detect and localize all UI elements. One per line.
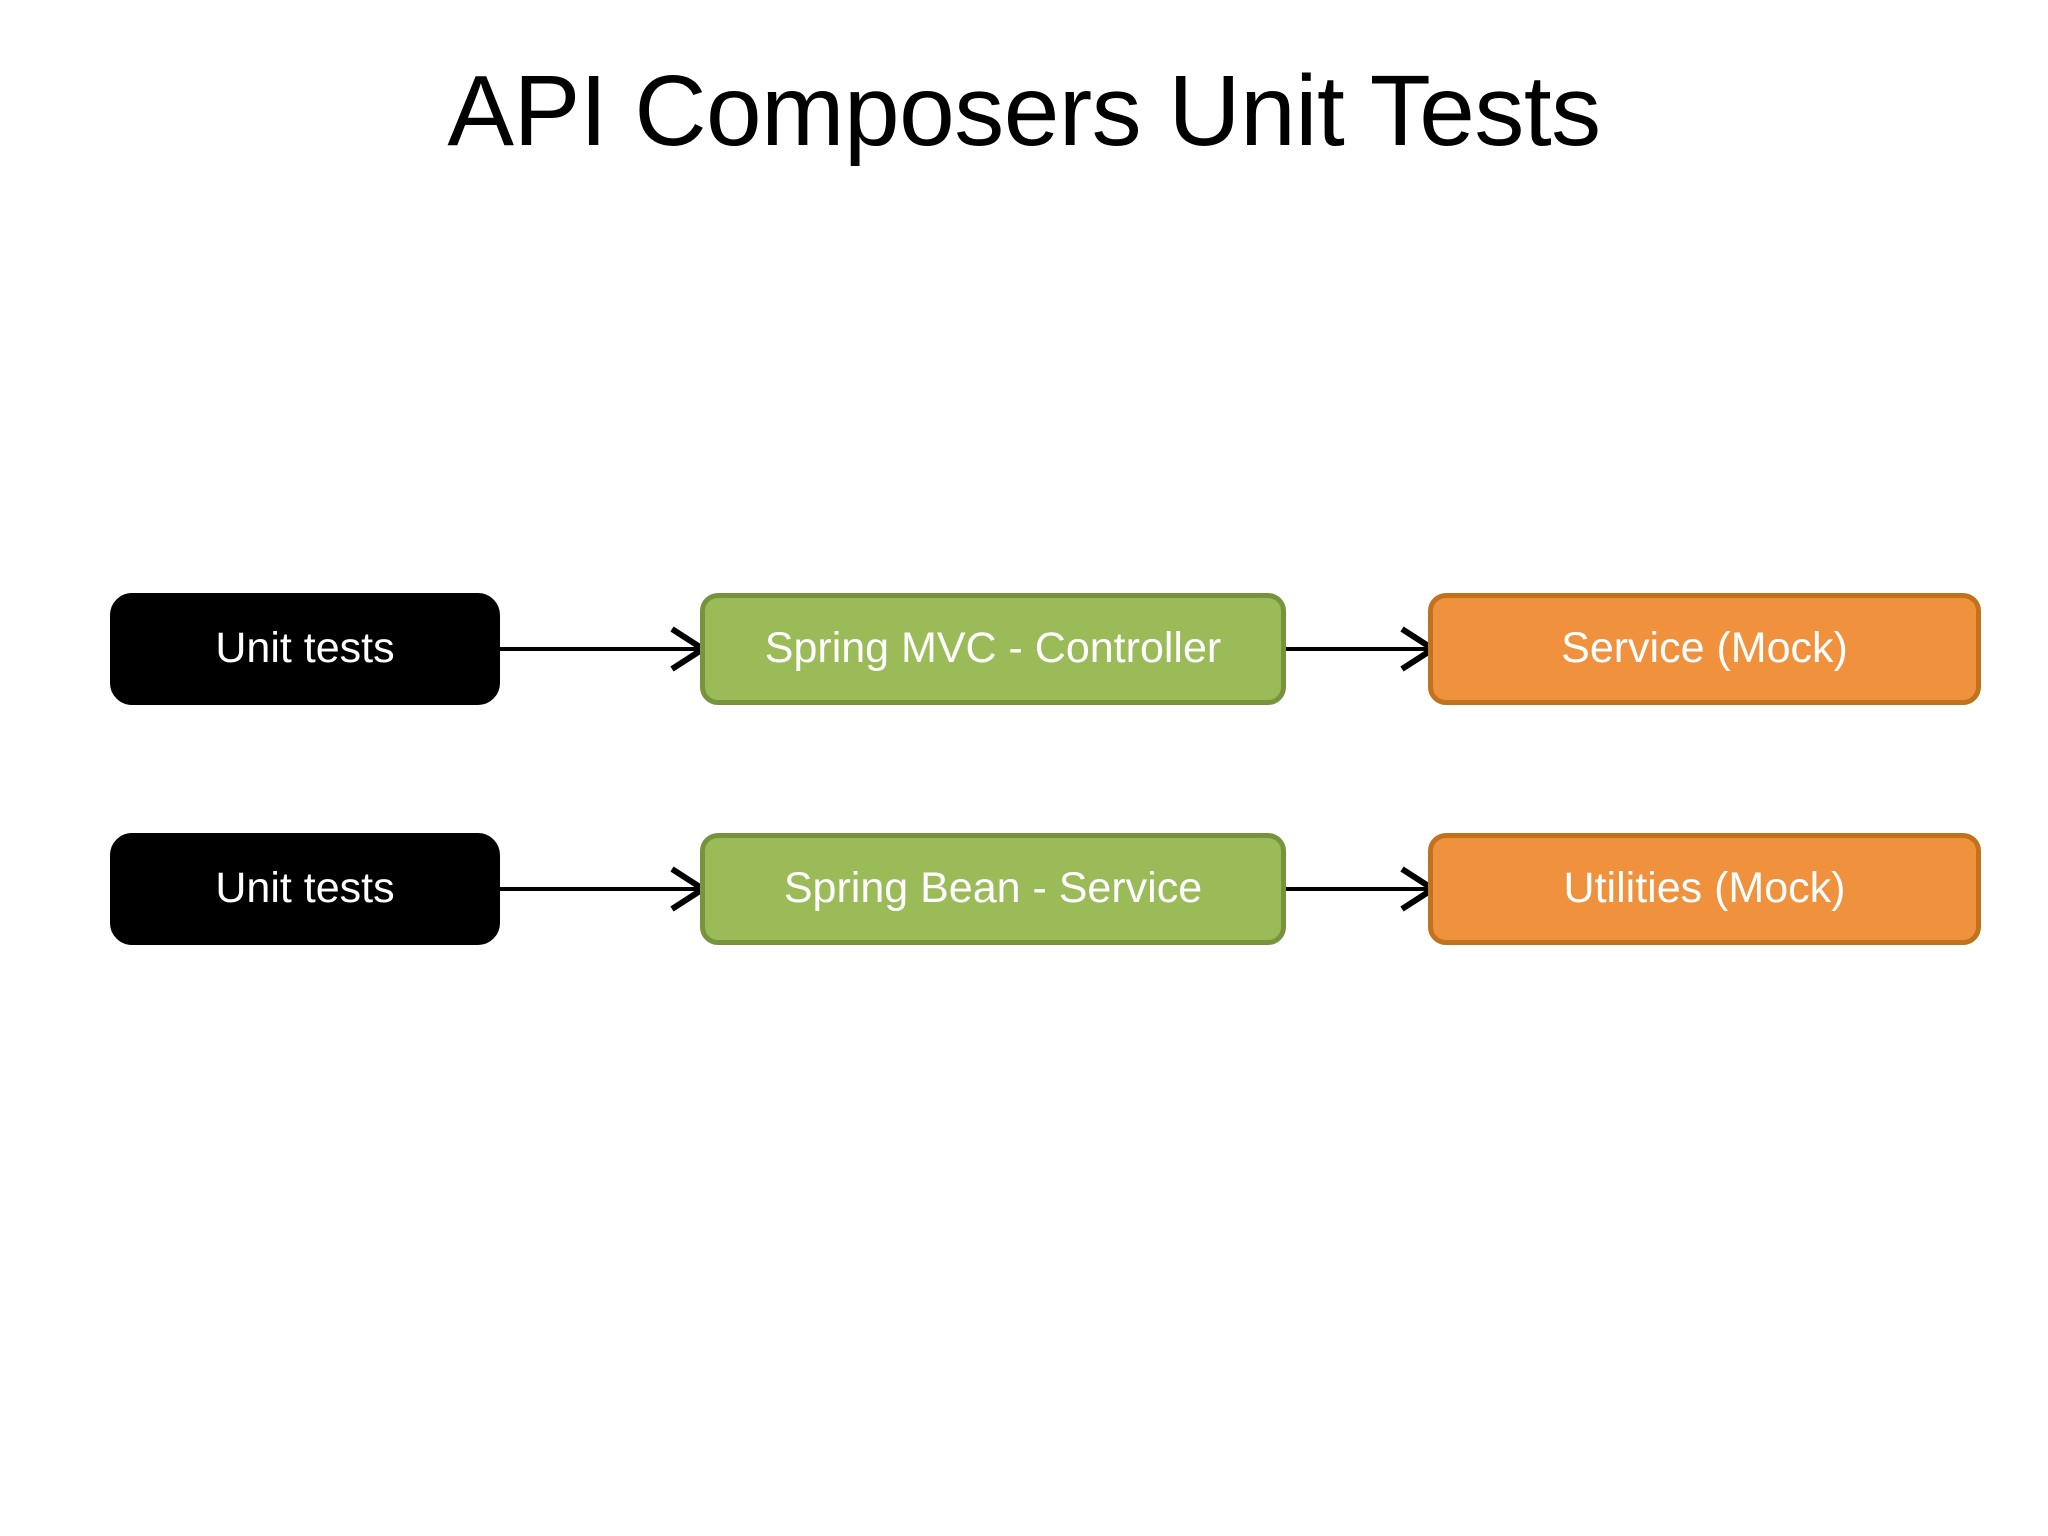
flow-row-1: Unit tests Spring MVC - Controller Servi… bbox=[0, 593, 2048, 705]
node-label: Service (Mock) bbox=[1561, 624, 1848, 673]
node-utilities-mock[interactable]: Utilities (Mock) bbox=[1428, 833, 1981, 945]
connector-arrow-2a bbox=[500, 833, 710, 945]
connector-arrow-1a bbox=[500, 593, 710, 705]
page-title: API Composers Unit Tests bbox=[447, 55, 1601, 167]
node-service-mock[interactable]: Service (Mock) bbox=[1428, 593, 1981, 705]
node-unit-tests-1[interactable]: Unit tests bbox=[110, 593, 500, 705]
node-spring-mvc-controller[interactable]: Spring MVC - Controller bbox=[700, 593, 1286, 705]
node-label: Utilities (Mock) bbox=[1563, 864, 1846, 913]
node-label: Spring Bean - Service bbox=[783, 864, 1203, 913]
node-spring-bean-service[interactable]: Spring Bean - Service bbox=[700, 833, 1286, 945]
connector-arrow-2b bbox=[1286, 833, 1438, 945]
flow-row-2: Unit tests Spring Bean - Service Utiliti… bbox=[0, 833, 2048, 945]
node-unit-tests-2[interactable]: Unit tests bbox=[110, 833, 500, 945]
node-label: Unit tests bbox=[215, 624, 395, 673]
connector-arrow-1b bbox=[1286, 593, 1438, 705]
node-label: Unit tests bbox=[215, 864, 395, 913]
node-label: Spring MVC - Controller bbox=[764, 624, 1222, 673]
